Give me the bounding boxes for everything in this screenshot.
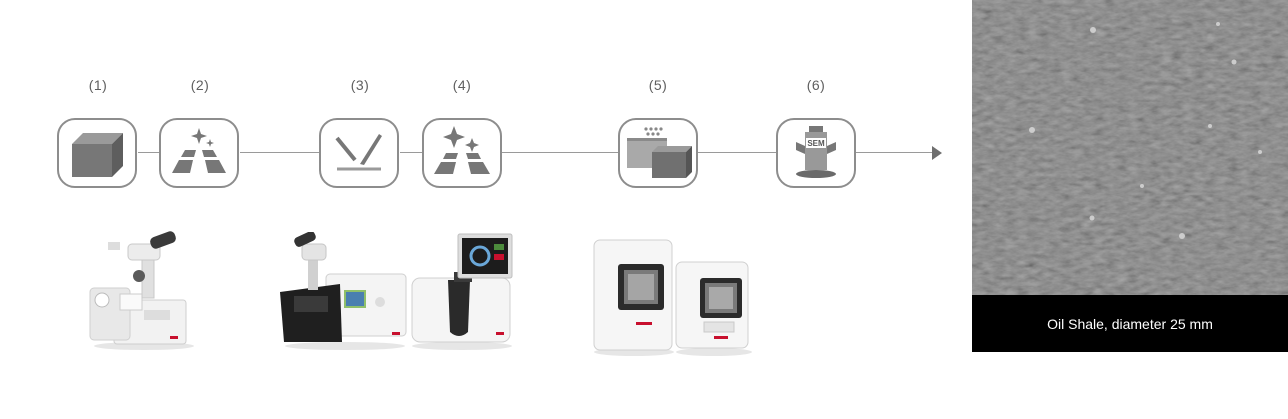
sem-result-image: Oil Shale, diameter 25 mm [972, 0, 1288, 352]
flow-line [240, 152, 320, 153]
step-6-box: SEM [776, 118, 856, 188]
stereo-microscope-miller-image [280, 232, 407, 350]
flow-line [502, 152, 618, 153]
sparkle-surface-icon [172, 128, 226, 173]
step-label-4: (4) [452, 77, 472, 93]
step-5-box [618, 118, 698, 188]
step-label-5: (5) [648, 77, 668, 93]
cutting-blade-icon [335, 134, 382, 171]
stereo-microscope-trimmer-image [89, 231, 194, 350]
flow-line [400, 152, 422, 153]
polished-surface-icon [434, 126, 490, 174]
sem-caption: Oil Shale, diameter 25 mm [972, 295, 1288, 352]
step-4-box [422, 118, 502, 188]
step-label-1: (1) [88, 77, 108, 93]
arrow-right-icon [932, 146, 942, 160]
step-label-3: (3) [350, 77, 370, 93]
step-3-box [319, 118, 399, 188]
coating-deposition-icon [627, 127, 692, 178]
sem-holder-icon: SEM [796, 126, 836, 178]
flow-line [698, 152, 776, 153]
touchscreen-ion-miller-image [411, 233, 513, 350]
coater-large-image [593, 239, 674, 356]
step-1-box [57, 118, 137, 188]
step-2-box [159, 118, 239, 188]
step-label-2: (2) [190, 77, 210, 93]
svg-text:SEM: SEM [807, 139, 825, 148]
flow-line [856, 152, 932, 153]
step-label-6: (6) [806, 77, 826, 93]
oil-shale-micrograph [972, 0, 1288, 296]
cube-block-icon [72, 133, 123, 177]
flow-line [138, 152, 160, 153]
coater-small-image [675, 261, 752, 356]
